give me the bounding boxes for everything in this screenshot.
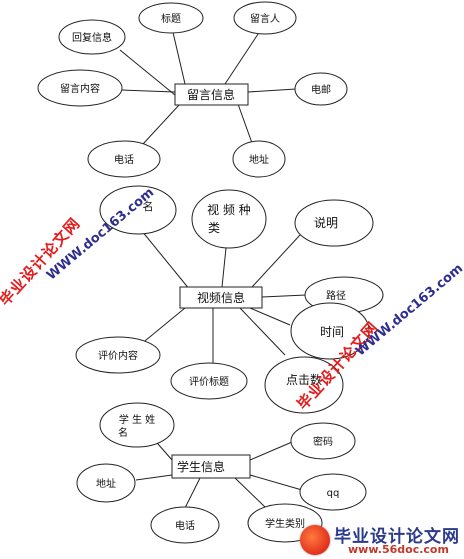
attr-label: 评价标题: [189, 376, 229, 388]
attr-ellipse: [232, 140, 286, 178]
attr-label: 评价内容: [98, 349, 138, 362]
attr-ellipse: [294, 72, 348, 106]
attr-ellipse: [76, 463, 136, 503]
attr-ellipse: [191, 189, 267, 249]
entity-label: 学生信息: [177, 459, 225, 474]
attr-ellipse: [99, 402, 175, 448]
attr-ellipse: [75, 336, 161, 374]
attr-ellipse: [294, 199, 374, 247]
attr-ellipse: [290, 302, 370, 360]
attr-ellipse: [150, 506, 220, 544]
attr-label: 留言内容: [60, 82, 100, 95]
attr-label: 学生类别: [265, 517, 305, 530]
attr-label: 密码: [313, 435, 333, 448]
entity-box: [171, 454, 251, 479]
attr-label: 学 生 姓: [119, 413, 155, 426]
attr-label: qq: [327, 488, 340, 499]
attr-ellipse: [87, 140, 161, 178]
attr-label: 名: [118, 426, 128, 439]
logo-emblem-icon: [300, 525, 330, 555]
attr-label: 点击数: [286, 372, 322, 387]
entity-label: 留言信息: [187, 87, 235, 102]
attr-label: 标题: [161, 13, 181, 25]
attr-label: 名: [143, 199, 154, 213]
attr-ellipse: [233, 1, 297, 35]
attr-label: 时间: [320, 325, 344, 339]
attr-ellipse: [37, 69, 123, 107]
entity-box: [179, 286, 263, 309]
attr-ellipse: [58, 19, 126, 55]
site-logo: 毕业设计论文网 www.56doc.com: [300, 522, 464, 559]
attr-label: 类: [208, 221, 220, 235]
attr-ellipse: [299, 473, 367, 511]
entity-box: [174, 83, 249, 106]
attr-label: 说明: [314, 215, 338, 230]
attr-label: 路径: [326, 289, 346, 302]
entity-label: 视频信息: [197, 290, 245, 305]
logo-title: 毕业设计论文网: [334, 527, 460, 547]
attr-ellipse: [264, 356, 344, 414]
attr-ellipse: [170, 362, 248, 400]
attr-label: 视 频 种: [207, 202, 251, 217]
attr-ellipse: [99, 185, 177, 235]
attr-label: 地址: [249, 153, 269, 166]
attr-ellipse: [138, 2, 204, 34]
attr-label: 回复信息: [72, 31, 112, 44]
attr-label: 电话: [175, 519, 195, 532]
attr-label: 留言人: [250, 12, 280, 25]
attr-ellipse: [290, 422, 356, 460]
attr-label: 电邮: [311, 83, 331, 96]
logo-url: www.56doc.com: [348, 543, 449, 556]
attr-label: 电话: [114, 153, 134, 166]
attr-label: 地址: [96, 477, 116, 490]
